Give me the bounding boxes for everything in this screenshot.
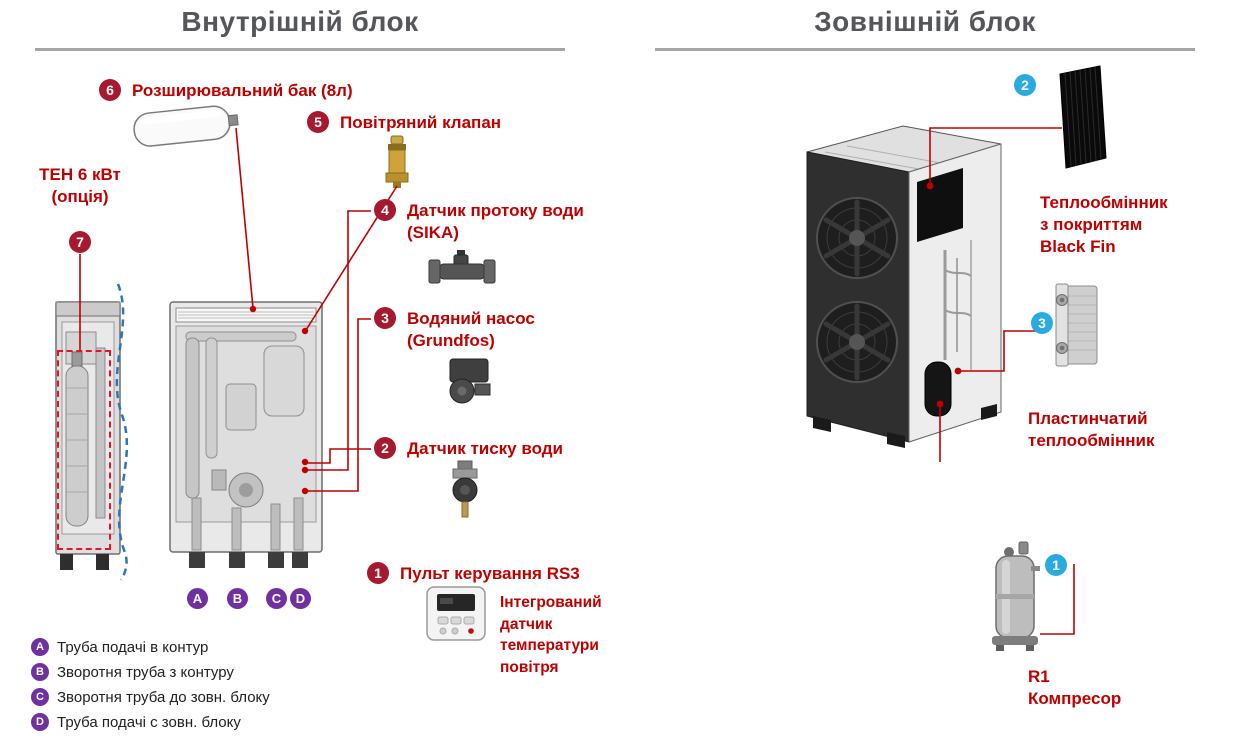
port-c: C (266, 588, 287, 609)
legend-item-d: D Труба подачі с зовн. блоку (31, 713, 241, 731)
pressure-sensor-label: Датчик тиску води (407, 439, 563, 458)
port-b: B (227, 588, 248, 609)
flow-sensor-label: Датчик протоку води (SIKA) (407, 201, 584, 242)
callout-badge-7: 7 (69, 231, 91, 253)
indoor-section-title: Внутрішній блок (181, 6, 419, 37)
legend-item-c: C Зворотня труба до зовн. блоку (31, 688, 270, 706)
heater-option-label: ТЕН 6 кВт (опція) (39, 165, 121, 206)
indoor-title-rule (35, 48, 565, 51)
callout-badge-3: 3 (374, 307, 396, 329)
legend-item-a: A Труба подачі в контур (31, 638, 208, 656)
legend-text-c: Зворотня труба до зовн. блоку (57, 688, 270, 706)
water-pump-label: Водяний насос (Grundfos) (407, 309, 535, 350)
heater-highlight-box (57, 350, 111, 550)
black-fin-exchanger-image (1059, 65, 1107, 169)
legend-badge-c: C (31, 688, 49, 706)
callout-badge-5: 5 (307, 111, 329, 133)
plate-exchanger-label: Пластинчатий теплообмінник (1028, 409, 1155, 450)
pressure-sensor-image (452, 460, 478, 518)
outdoor-section-title: Зовнішній блок (814, 6, 1036, 37)
callout-badge-2: 2 (374, 437, 396, 459)
air-valve-label: Повітряний клапан (340, 113, 502, 132)
callout-badge-1: 1 (367, 562, 389, 584)
outdoor-callout-badge-1: 1 (1045, 554, 1067, 576)
callout-badge-6: 6 (99, 79, 121, 101)
air-temp-sensor-note: Інтегрований датчик температури повітря (500, 594, 602, 677)
black-fin-label: Теплообмінник з покриттям Black Fin (1040, 193, 1168, 256)
outdoor-unit-image (806, 125, 1002, 448)
indoor-unit-front-view (169, 301, 323, 568)
water-pump-image (449, 358, 491, 404)
legend-badge-b: B (31, 663, 49, 681)
air-valve-image (385, 135, 409, 188)
flow-sensor-image (428, 250, 496, 284)
legend-text-d: Труба подачі с зовн. блоку (57, 713, 241, 731)
outdoor-callout-badge-3: 3 (1031, 312, 1053, 334)
outdoor-callout-badge-2: 2 (1014, 74, 1036, 96)
indoor-unit-side-view (55, 301, 121, 570)
outdoor-title-rule (655, 48, 1195, 51)
compressor-image (992, 541, 1040, 651)
port-d: D (290, 588, 311, 609)
legend-text-b: Зворотня труба з контуру (57, 663, 234, 681)
port-a: A (187, 588, 208, 609)
controller-label: Пульт керування RS3 (400, 564, 580, 583)
compressor-label: R1 Компресор (1028, 667, 1122, 708)
plate-exchanger-image (1055, 283, 1098, 367)
legend-item-b: B Зворотня труба з контуру (31, 663, 234, 681)
legend-text-a: Труба подачі в контур (57, 638, 209, 656)
controller-image (426, 586, 486, 641)
legend-badge-a: A (31, 638, 49, 656)
callout-badge-4: 4 (374, 199, 396, 221)
expansion-tank-image (133, 105, 239, 147)
expansion-tank-label: Розширювальний бак (8л) (132, 81, 353, 100)
legend-badge-d: D (31, 713, 49, 731)
